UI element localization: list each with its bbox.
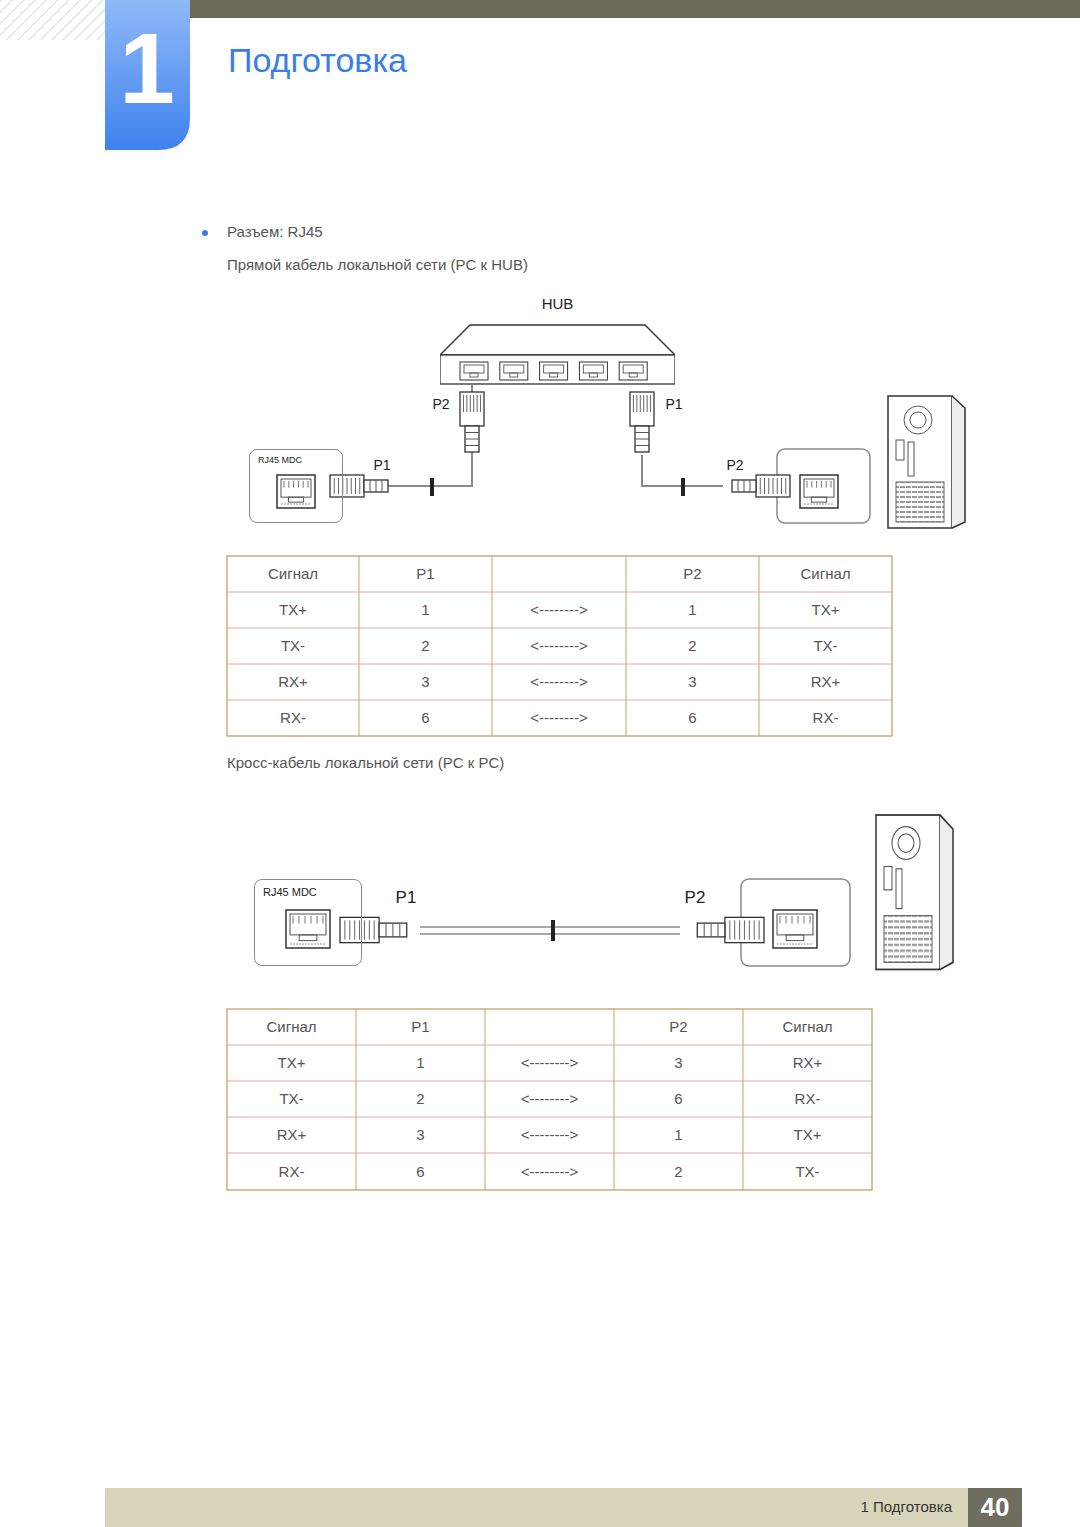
cable-tick — [551, 920, 555, 941]
port-box: RJ45 MDC — [249, 449, 343, 523]
table-cell: 6 — [421, 710, 429, 727]
cable — [420, 927, 680, 934]
page-number: 40 — [981, 1493, 1010, 1522]
table-cell: <--------> — [530, 674, 587, 691]
rj45-plug — [460, 392, 484, 452]
chapter-number: 1 — [119, 13, 175, 123]
cable-tick — [681, 478, 685, 496]
page-number-box — [968, 1488, 1022, 1527]
node-label: HUB — [440, 296, 675, 313]
table-cell: TX+ — [812, 602, 840, 619]
table-cell: 3 — [688, 674, 696, 691]
table-cell: 3 — [674, 1055, 682, 1072]
table-header-cell: Сигнал — [268, 566, 318, 583]
rj45-plug — [697, 917, 764, 942]
table-header-cell: P1 — [416, 566, 434, 583]
rj45-port — [773, 910, 817, 948]
table-header-cell: P1 — [411, 1019, 429, 1036]
table-cell: RX- — [813, 710, 839, 727]
table-cell: <--------> — [530, 602, 587, 619]
table-cell: <--------> — [530, 710, 587, 727]
rj45-plug — [340, 917, 407, 942]
header-bar — [190, 0, 1080, 18]
pc-tower — [888, 396, 965, 528]
rj45-port — [800, 475, 838, 508]
table-cell: 2 — [421, 638, 429, 655]
rj45-port — [277, 475, 315, 508]
chapter-tab — [105, 0, 190, 150]
table-header-cell: P2 — [669, 1019, 687, 1036]
rj45-port — [286, 910, 330, 948]
table-cell: 1 — [674, 1127, 682, 1144]
bullet-text: Разъем: RJ45 — [227, 224, 323, 241]
table-cell: RX- — [280, 710, 306, 727]
table-cell: TX- — [813, 638, 837, 655]
rj45-plug — [630, 392, 654, 452]
table-cell: 2 — [674, 1163, 682, 1180]
table-header-cell: P2 — [683, 566, 701, 583]
table-cell: 6 — [688, 710, 696, 727]
table-cell: <--------> — [521, 1091, 578, 1108]
table-cell: RX+ — [278, 674, 308, 691]
plug-label: P1 — [396, 889, 417, 908]
cable — [343, 385, 472, 486]
section-caption: Прямой кабель локальной сети (PC к HUB) — [227, 257, 528, 274]
table-cell: <--------> — [530, 638, 587, 655]
table-cell: TX- — [795, 1163, 819, 1180]
table-grid — [227, 1009, 872, 1190]
table-cell: 3 — [416, 1127, 424, 1144]
plug-label: P2 — [685, 889, 706, 908]
table-cell: 1 — [421, 602, 429, 619]
node-label: RJ45 MDC — [255, 880, 361, 898]
node-label: RJ45 MDC — [250, 450, 342, 466]
table-cell: RX+ — [277, 1127, 307, 1144]
table-cell: 6 — [674, 1091, 682, 1108]
table-cell: RX- — [795, 1091, 821, 1108]
plug-label: P1 — [665, 397, 682, 412]
table-cell: TX+ — [278, 1055, 306, 1072]
header-hatch — [0, 0, 105, 40]
table-cell: 2 — [688, 638, 696, 655]
table-cell: RX+ — [811, 674, 841, 691]
table-cell: 1 — [688, 602, 696, 619]
table-cell: <--------> — [521, 1163, 578, 1180]
port-box: RJ45 MDC — [254, 879, 362, 966]
table-cell: RX- — [279, 1163, 305, 1180]
table-header-cell: Сигнал — [782, 1019, 832, 1036]
table-cell: 3 — [421, 674, 429, 691]
table-cell: 1 — [416, 1055, 424, 1072]
plug-label: P1 — [373, 458, 390, 473]
table-cell: TX+ — [279, 602, 307, 619]
table-cell: 6 — [416, 1163, 424, 1180]
table-grid — [227, 556, 892, 736]
table-header-cell: Сигнал — [800, 566, 850, 583]
rj45-plug — [732, 475, 790, 497]
table-header-cell: Сигнал — [266, 1019, 316, 1036]
table-cell: TX+ — [794, 1127, 822, 1144]
pc-port-box — [777, 449, 870, 523]
hub: HUB — [440, 296, 675, 385]
plug-label: P2 — [726, 458, 743, 473]
pc-tower — [876, 815, 953, 969]
section-caption: Кросс-кабель локальной сети (PC к PC) — [227, 755, 504, 772]
cable-tick — [430, 478, 434, 496]
bullet — [202, 230, 208, 236]
table-cell: <--------> — [521, 1055, 578, 1072]
footer-bar — [105, 1488, 968, 1527]
chapter-title: Подготовка — [228, 42, 407, 79]
table-cell: TX- — [279, 1091, 303, 1108]
table-cell: TX- — [281, 638, 305, 655]
rj45-plug — [330, 475, 388, 497]
table-cell: 2 — [416, 1091, 424, 1108]
table-cell: <--------> — [521, 1127, 578, 1144]
footer-chapter: 1 Подготовка — [861, 1499, 952, 1516]
table-cell: RX+ — [793, 1055, 823, 1072]
plug-label: P2 — [432, 397, 449, 412]
